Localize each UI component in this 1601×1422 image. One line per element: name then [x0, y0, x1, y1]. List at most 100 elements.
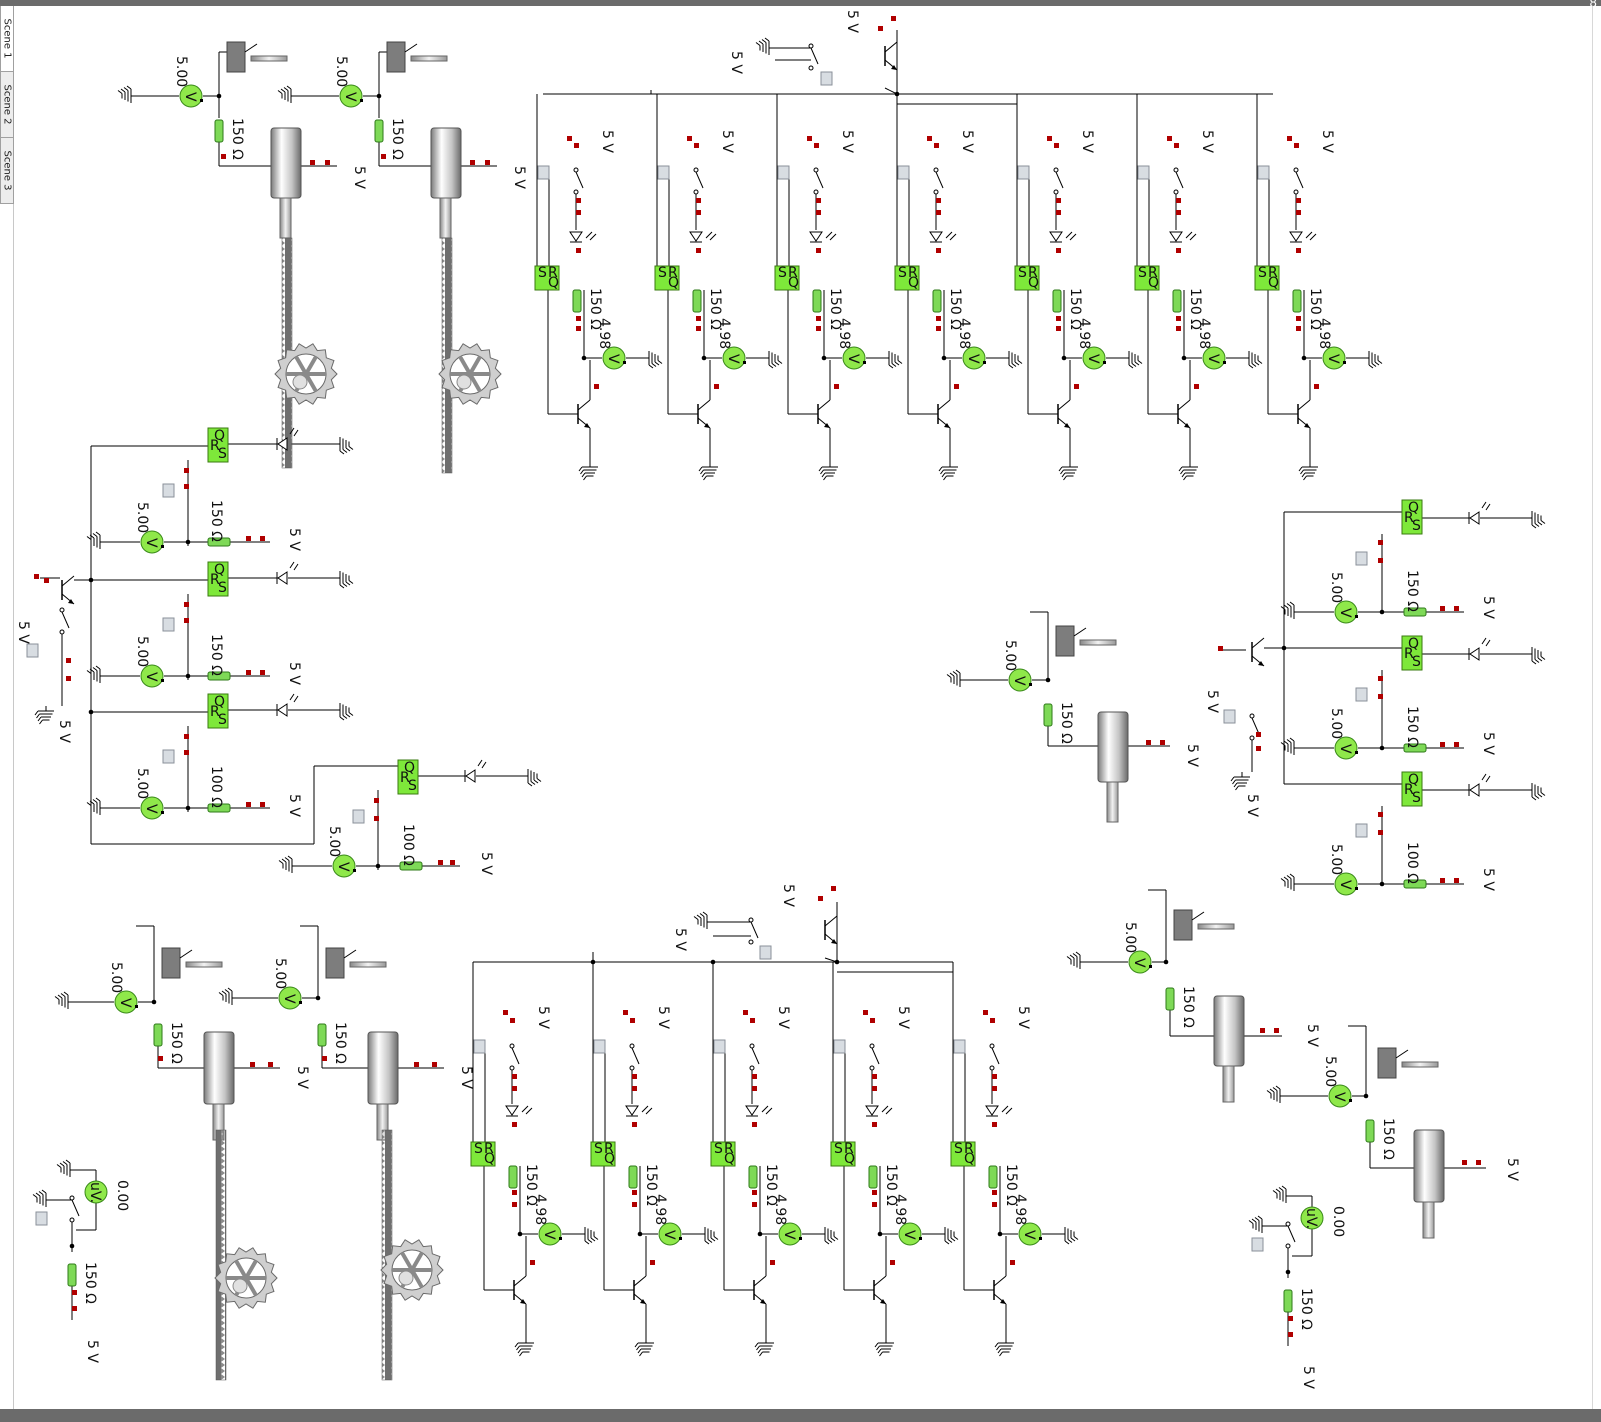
npn-transistor-icon[interactable] [513, 1275, 527, 1305]
microswitch-icon[interactable] [325, 947, 387, 979]
microswitch-icon[interactable] [1173, 909, 1235, 941]
voltmeter-icon[interactable] [898, 1222, 922, 1246]
push-button[interactable] [593, 1039, 606, 1054]
resistor-icon[interactable] [1365, 1119, 1375, 1143]
resistor-icon[interactable] [1172, 289, 1182, 313]
led-icon[interactable] [276, 693, 299, 717]
microswitch-icon[interactable] [1055, 625, 1117, 657]
rs-flipflop-icon[interactable] [534, 265, 560, 291]
led-icon[interactable] [1468, 773, 1491, 797]
voltmeter-icon[interactable] [1334, 600, 1358, 624]
push-button[interactable] [759, 945, 772, 960]
switch-icon[interactable] [629, 1043, 640, 1071]
tab-scene-3[interactable]: Scene 3 [0, 138, 14, 204]
led-icon[interactable] [1289, 231, 1317, 243]
rs-flipflop-icon[interactable] [894, 265, 920, 291]
switch-icon[interactable] [989, 1043, 1000, 1071]
voltmeter-icon[interactable] [778, 1222, 802, 1246]
voltmeter-icon[interactable] [1202, 346, 1226, 370]
npn-transistor-icon[interactable] [753, 1275, 767, 1305]
switch-icon[interactable] [693, 167, 704, 195]
solenoid-icon[interactable] [270, 127, 302, 199]
npn-transistor-icon[interactable] [1177, 399, 1191, 429]
resistor-icon[interactable] [153, 1023, 163, 1047]
rs-flipflop-icon[interactable] [1401, 499, 1423, 535]
push-button[interactable] [162, 749, 175, 764]
push-button[interactable] [777, 165, 790, 180]
led-icon[interactable] [985, 1105, 1013, 1117]
npn-transistor-icon[interactable] [1057, 399, 1071, 429]
voltmeter-icon[interactable] [1328, 1084, 1352, 1108]
switch-icon[interactable] [749, 1043, 760, 1071]
resistor-icon[interactable] [508, 1165, 518, 1189]
npn-transistor-icon[interactable] [817, 399, 831, 429]
resistor-icon[interactable] [1292, 289, 1302, 313]
resistor-icon[interactable] [1403, 607, 1427, 617]
resistor-icon[interactable] [374, 119, 384, 143]
npn-transistor-icon[interactable] [61, 575, 75, 605]
npn-transistor-icon[interactable] [937, 399, 951, 429]
voltmeter-icon[interactable] [140, 796, 164, 820]
rs-flipflop-icon[interactable] [774, 265, 800, 291]
rs-flipflop-icon[interactable] [1014, 265, 1040, 291]
push-button[interactable] [1017, 165, 1030, 180]
resistor-icon[interactable] [399, 861, 423, 871]
npn-transistor-icon[interactable] [993, 1275, 1007, 1305]
led-icon[interactable] [505, 1105, 533, 1117]
resistor-icon[interactable] [214, 119, 224, 143]
led-icon[interactable] [276, 427, 299, 451]
push-button[interactable] [1257, 165, 1270, 180]
push-button[interactable] [1355, 823, 1368, 838]
resistor-icon[interactable] [572, 289, 582, 313]
switch-icon[interactable] [808, 43, 819, 71]
right-scroll-edge[interactable] [1592, 6, 1601, 1409]
microswitch-icon[interactable] [161, 947, 223, 979]
voltmeter-icon[interactable] [179, 84, 203, 108]
solenoid-icon[interactable] [203, 1031, 235, 1105]
rs-flipflop-icon[interactable] [1134, 265, 1160, 291]
voltmeter-icon[interactable] [962, 346, 986, 370]
voltmeter-icon[interactable] [1334, 872, 1358, 896]
push-button[interactable] [657, 165, 670, 180]
led-icon[interactable] [1468, 637, 1491, 661]
voltmeter-icon[interactable] [114, 990, 138, 1014]
rs-flipflop-icon[interactable] [654, 265, 680, 291]
resistor-icon[interactable] [988, 1165, 998, 1189]
npn-transistor-icon[interactable] [884, 41, 898, 71]
rs-flipflop-icon[interactable] [207, 693, 229, 729]
voltmeter-icon[interactable] [602, 346, 626, 370]
led-icon[interactable] [569, 231, 597, 243]
switch-icon[interactable] [1249, 713, 1260, 741]
led-icon[interactable] [689, 231, 717, 243]
switch-icon[interactable] [1293, 167, 1304, 195]
rs-flipflop-icon[interactable] [470, 1141, 496, 1167]
switch-icon[interactable] [69, 1195, 80, 1223]
voltmeter-icon[interactable] [1008, 668, 1032, 692]
rs-flipflop-icon[interactable] [710, 1141, 736, 1167]
resistor-icon[interactable] [207, 671, 231, 681]
switch-icon[interactable] [1173, 167, 1184, 195]
resistor-icon[interactable] [207, 537, 231, 547]
switch-icon[interactable] [59, 607, 70, 635]
voltmeter-icon[interactable] [722, 346, 746, 370]
rs-flipflop-icon[interactable] [950, 1141, 976, 1167]
push-button[interactable] [1355, 687, 1368, 702]
voltmeter-icon[interactable] [1082, 346, 1106, 370]
rs-flipflop-icon[interactable] [830, 1141, 856, 1167]
switch-icon[interactable] [933, 167, 944, 195]
resistor-icon[interactable] [748, 1165, 758, 1189]
resistor-icon[interactable] [812, 289, 822, 313]
voltmeter-icon[interactable] [140, 530, 164, 554]
resistor-icon[interactable] [207, 803, 231, 813]
npn-transistor-icon[interactable] [577, 399, 591, 429]
led-icon[interactable] [1169, 231, 1197, 243]
rs-flipflop-icon[interactable] [397, 759, 419, 795]
push-button[interactable] [1137, 165, 1150, 180]
led-icon[interactable] [1049, 231, 1077, 243]
push-button[interactable] [1223, 709, 1236, 724]
push-button[interactable] [897, 165, 910, 180]
resistor-icon[interactable] [1043, 703, 1053, 727]
led-icon[interactable] [625, 1105, 653, 1117]
voltmeter-icon[interactable] [332, 854, 356, 878]
